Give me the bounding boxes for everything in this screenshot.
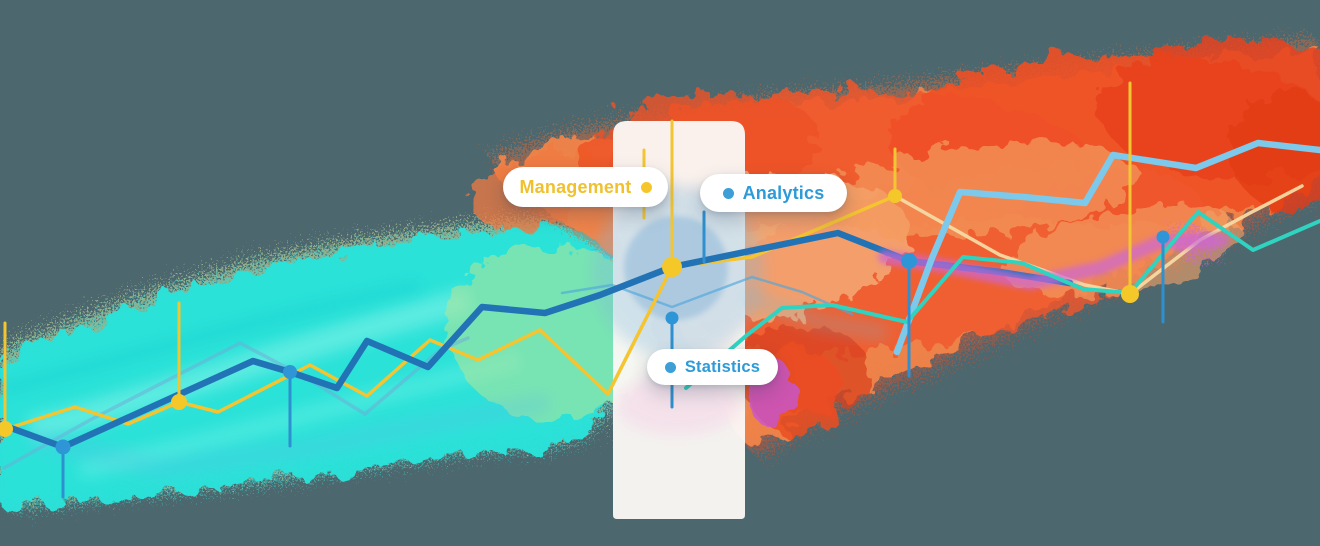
statistics-dot-icon (664, 361, 676, 373)
management-label: Management (519, 176, 632, 197)
series-thin-blue-center (560, 275, 854, 316)
series-management-gold (0, 194, 897, 435)
marker-layer (0, 81, 1170, 499)
pink-wash (616, 375, 740, 435)
legend-pill-analytics[interactable]: Analytics (700, 174, 847, 212)
gold-lollipop-2-dot (171, 394, 187, 410)
legend-pill-statistics[interactable]: Statistics (647, 349, 778, 385)
management-dot-icon (640, 181, 652, 193)
gold-lollipop-3-dot (888, 189, 902, 203)
gold-lollipop-4-dot (1121, 285, 1139, 303)
series-statistics-teal (684, 210, 1320, 390)
series-layer (0, 139, 1320, 479)
analytics-label: Analytics (742, 182, 825, 203)
series-magenta-band (878, 233, 1229, 290)
series-analytics-sky (893, 139, 1320, 356)
statistics-label: Statistics (684, 357, 761, 376)
series-ribbon-soft-right (746, 291, 889, 341)
analytics-dot-icon (722, 187, 734, 199)
blue-lollipop-center-dot (665, 311, 679, 325)
gold-lollipop-1-dot (0, 421, 13, 437)
cyan-streak-deep (0, 278, 422, 397)
blue-lollipop-4-dot (1156, 230, 1170, 244)
legend-pill-management[interactable]: Management (503, 167, 668, 207)
blue-lollipop-3-dot (901, 253, 917, 269)
series-ribbon-soft-left (29, 393, 551, 479)
blue-lollipop-2-dot (283, 365, 297, 379)
blue-lollipop-1-dot (55, 439, 71, 455)
gold-lollipop-center-dot (662, 257, 682, 277)
